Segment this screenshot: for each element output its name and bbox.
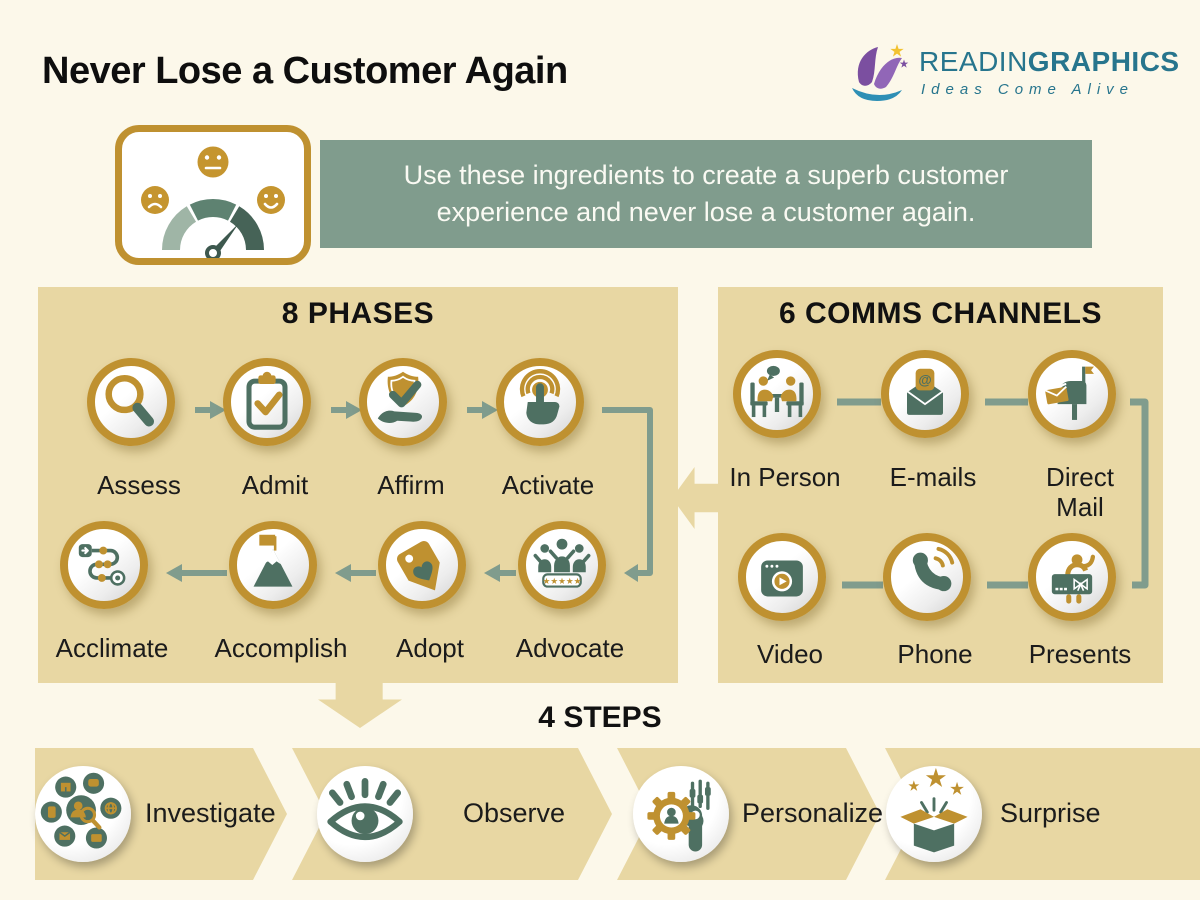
- channel-label: E-mails: [889, 462, 977, 492]
- page-title: Never Lose a Customer Again: [42, 50, 568, 92]
- phases-panel: 8 PHASES: [38, 287, 678, 683]
- surprise-box-icon: [900, 767, 968, 853]
- five-stars-text: ★★★★★: [543, 577, 582, 587]
- fans-five-stars-icon: ★★★★★: [533, 538, 591, 588]
- phone-handset-icon: [912, 546, 955, 592]
- route-milestones-icon: [78, 544, 126, 586]
- meeting-icon: [750, 365, 804, 418]
- mailbox-icon: [1044, 366, 1094, 420]
- channels-heading: 6 COMMS CHANNELS: [778, 297, 1102, 330]
- phase-label: Affirm: [377, 470, 445, 500]
- step-surprise-coin: [886, 766, 982, 862]
- brand-logo: READINGRAPHICS Ideas Come Alive: [845, 42, 1180, 102]
- phase-adopt-coin: [378, 521, 466, 609]
- mountain-flag-icon: [253, 534, 293, 587]
- gift-person-icon: [1051, 554, 1096, 604]
- touch-press-icon: [519, 369, 561, 425]
- phase-affirm-coin: [359, 358, 447, 446]
- channel-label: Direct Mail: [1046, 462, 1114, 522]
- brand-book-icon: [852, 44, 909, 101]
- phase-label: Admit: [241, 470, 309, 500]
- phase-label: Adopt: [396, 633, 464, 663]
- channel-presents-coin: [1028, 533, 1116, 621]
- phase-label: Advocate: [515, 633, 625, 663]
- channel-label: Presents: [1028, 639, 1132, 669]
- gauge-card: [115, 125, 311, 265]
- phase-label: Activate: [501, 470, 595, 500]
- phases-to-steps-arrow: [318, 682, 402, 728]
- brand-name: READINGRAPHICS: [919, 46, 1180, 77]
- channel-emails-coin: @: [881, 350, 969, 438]
- channel-label: Video: [756, 639, 824, 669]
- channel-label: In Person: [729, 462, 841, 492]
- step-label: Observe: [463, 798, 566, 828]
- phase-label: Acclimate: [55, 633, 169, 663]
- tag-heart-icon: [397, 541, 440, 591]
- gear-person-icon: [647, 779, 711, 852]
- channel-video-coin: [738, 533, 826, 621]
- magnifier-icon: [105, 375, 155, 427]
- phase-acclimate-coin: [60, 521, 148, 609]
- phase-assess-coin: [87, 358, 175, 446]
- clipboard-check-icon: [246, 371, 288, 430]
- research-sources-icon: [40, 772, 122, 849]
- step-label: Investigate: [145, 798, 276, 828]
- intro-message: Use these ingredients to create a superb…: [403, 159, 1009, 227]
- phase-advocate-coin: ★★★★★: [518, 521, 606, 609]
- phase-accomplish-coin: [229, 521, 317, 609]
- at-sign-text: @: [918, 373, 931, 388]
- step-personalize-coin: [633, 766, 729, 862]
- step-observe-coin: [317, 766, 413, 862]
- phase-label: Accomplish: [214, 633, 348, 663]
- phase-activate-coin: [496, 358, 584, 446]
- channel-label: Phone: [897, 639, 973, 669]
- channel-phone-coin: [883, 533, 971, 621]
- phase-label: Assess: [97, 470, 181, 500]
- step-label: Surprise: [1000, 798, 1101, 828]
- phases-heading: 8 PHASES: [281, 297, 435, 330]
- brand-tagline: Ideas Come Alive: [921, 81, 1134, 98]
- channel-direct-mail-coin: [1028, 350, 1116, 438]
- steps-heading: 4 STEPS: [538, 701, 662, 734]
- video-player-icon: [761, 560, 803, 597]
- phase-admit-coin: [223, 358, 311, 446]
- shield-check-hand-icon: [377, 371, 423, 423]
- eye-icon: [327, 778, 403, 841]
- email-at-icon: @: [906, 368, 944, 415]
- channel-in-person-coin: [733, 350, 821, 438]
- satisfaction-gauge-icon: [141, 146, 285, 261]
- intro-banner: Use these ingredients to create a superb…: [320, 140, 1092, 248]
- step-investigate-coin: [35, 766, 131, 862]
- step-label: Personalize: [742, 798, 884, 828]
